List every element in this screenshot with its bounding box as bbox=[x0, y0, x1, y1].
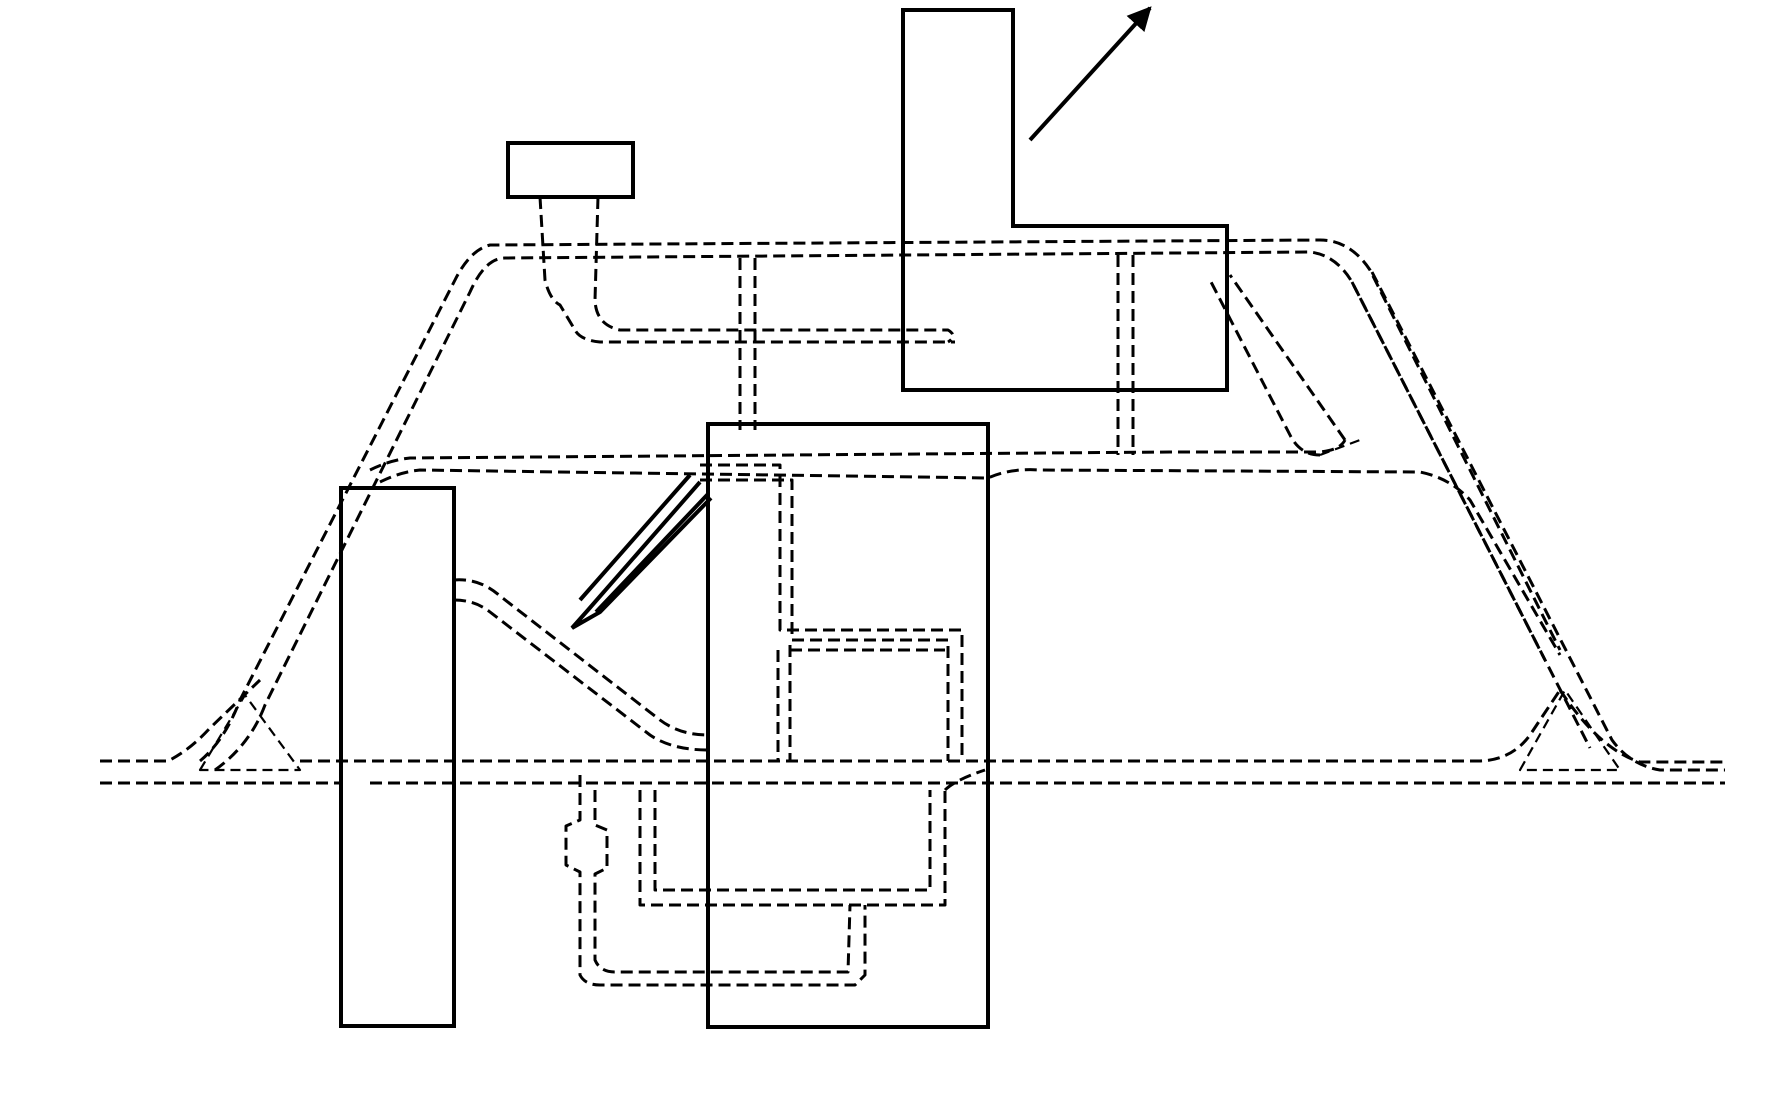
outgoing-arrow bbox=[1028, 6, 1152, 142]
small-top-block bbox=[506, 141, 635, 199]
l-shaped-block bbox=[901, 8, 1229, 392]
central-block-routes bbox=[700, 463, 964, 761]
inner-loop-routes bbox=[369, 274, 1562, 656]
main-horizontal-tracks bbox=[100, 678, 1725, 785]
outer-loop-routes bbox=[199, 238, 1725, 772]
lower-loop-routes bbox=[564, 768, 986, 987]
junction-triangles bbox=[198, 438, 1622, 772]
left-tall-block bbox=[339, 486, 456, 1028]
top-block-connectors bbox=[538, 196, 1135, 455]
left-slope-routes bbox=[453, 578, 709, 752]
incoming-hollow-arrow bbox=[570, 473, 713, 630]
central-tall-block bbox=[706, 422, 990, 1029]
diagram-lines bbox=[100, 6, 1725, 1029]
